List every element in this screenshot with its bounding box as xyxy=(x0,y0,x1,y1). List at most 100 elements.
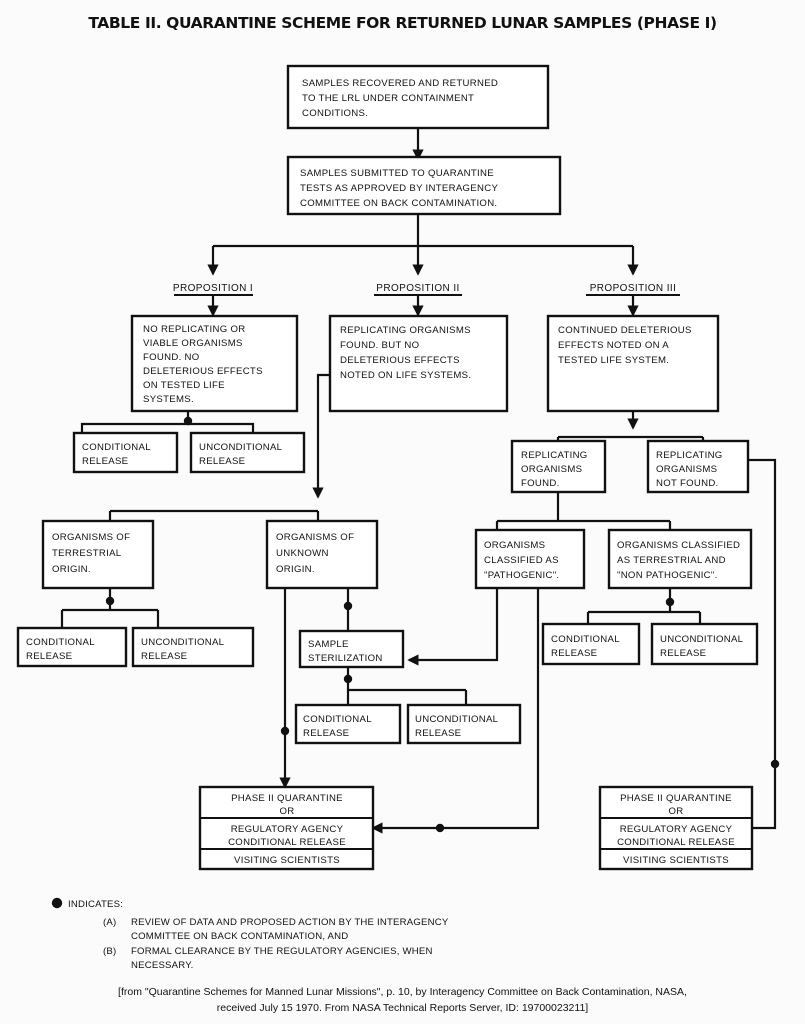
node-repnot-line-0: REPLICATING xyxy=(656,450,723,461)
legend-b-line2: NECESSARY. xyxy=(131,960,193,971)
node-replicating-organisms-found[interactable]: REPLICATING ORGANISMS FOUND. xyxy=(510,439,607,494)
node-proposition1-finding[interactable]: NO REPLICATING OR VIABLE ORGANISMS FOUND… xyxy=(130,314,299,413)
legend-a-marker: (A) xyxy=(103,917,116,928)
node-unconditional-release-1[interactable]: UNCONDITIONAL RELEASE xyxy=(189,431,306,474)
node-conditional-release-4[interactable]: CONDITIONAL RELEASE xyxy=(294,703,402,745)
node-n1-line-0: SAMPLES RECOVERED AND RETURNED xyxy=(302,78,498,89)
node-p3-line-0: CONTINUED DELETERIOUS xyxy=(558,325,692,336)
node-uncond3-line-0: UNCONDITIONAL xyxy=(660,634,744,645)
node-replicating-organisms-not-found[interactable]: REPLICATING ORGANISMS NOT FOUND. xyxy=(646,439,750,494)
node-cond2-line-1: RELEASE xyxy=(26,651,72,662)
node-uncond4-line-1: RELEASE xyxy=(415,728,461,739)
node-conditional-release-1[interactable]: CONDITIONAL RELEASE xyxy=(72,431,179,474)
node-samples-recovered[interactable]: SAMPLES RECOVERED AND RETURNED TO THE LR… xyxy=(286,64,550,130)
node-samples-submitted[interactable]: SAMPLES SUBMITTED TO QUARANTINE TESTS AS… xyxy=(286,155,562,216)
review-dot-phase2-left xyxy=(435,823,445,833)
node-p2l-line-1: OR xyxy=(280,806,295,817)
label-proposition-1: PROPOSITION I xyxy=(173,283,253,294)
node-terr-line-1: TERRESTRIAL xyxy=(52,548,122,559)
legend-b-line1: FORMAL CLEARANCE BY THE REGULATORY AGENC… xyxy=(131,946,433,957)
node-unconditional-release-4[interactable]: UNCONDITIONAL RELEASE xyxy=(406,703,522,745)
node-organisms-non-pathogenic[interactable]: ORGANISMS CLASSIFIED AS TERRESTRIAL AND … xyxy=(607,528,753,590)
node-cond1-line-0: CONDITIONAL xyxy=(82,442,151,453)
node-phase2-quarantine-left[interactable]: PHASE II QUARANTINE OR REGULATORY AGENCY… xyxy=(198,785,375,871)
node-cond1-line-1: RELEASE xyxy=(82,456,128,467)
node-nonpatho-line-0: ORGANISMS CLASSIFIED xyxy=(617,540,740,551)
node-uncond4-line-0: UNCONDITIONAL xyxy=(415,714,499,725)
node-p2r-line-4: VISITING SCIENTISTS xyxy=(623,855,729,866)
node-terr-line-0: ORGANISMS OF xyxy=(52,532,130,543)
node-unconditional-release-2[interactable]: UNCONDITIONAL RELEASE xyxy=(131,626,255,668)
node-p1-line-2: FOUND. NO xyxy=(143,352,200,363)
node-repnot-line-1: ORGANISMS xyxy=(656,464,717,475)
review-dot-p1 xyxy=(183,416,193,426)
node-p2r-line-1: OR xyxy=(669,806,684,817)
connector-p2-down xyxy=(312,373,330,499)
node-unk-line-2: ORIGIN. xyxy=(276,564,315,575)
node-p2-line-3: NOTED ON LIFE SYSTEMS. xyxy=(340,370,471,381)
review-dot-terrestrial xyxy=(105,596,115,606)
connector-p1-uncond xyxy=(188,422,255,433)
node-organisms-unknown-origin[interactable]: ORGANISMS OF UNKNOWN ORIGIN. xyxy=(265,519,379,590)
legend-indicates: INDICATES: xyxy=(68,899,123,910)
node-p2l-line-3: CONDITIONAL RELEASE xyxy=(228,837,346,848)
connector-pathogenic-sterilization xyxy=(407,588,499,666)
node-conditional-release-2[interactable]: CONDITIONAL RELEASE xyxy=(16,626,128,668)
node-cond4-line-1: RELEASE xyxy=(303,728,349,739)
node-p2r-line-3: CONDITIONAL RELEASE xyxy=(617,837,735,848)
node-p2l-line-0: PHASE II QUARANTINE xyxy=(231,793,343,804)
node-uncond1-line-0: UNCONDITIONAL xyxy=(199,442,283,453)
node-patho-line-2: "PATHOGENIC". xyxy=(484,570,559,581)
node-n1-line-1: TO THE LRL UNDER CONTAINMENT xyxy=(302,93,474,104)
node-uncond2-line-1: RELEASE xyxy=(141,651,187,662)
node-uncond3-line-1: RELEASE xyxy=(660,648,706,659)
node-conditional-release-3[interactable]: CONDITIONAL RELEASE xyxy=(541,622,641,666)
node-organisms-terrestrial-origin[interactable]: ORGANISMS OF TERRESTRIAL ORIGIN. xyxy=(41,519,155,590)
node-cond3-line-0: CONDITIONAL xyxy=(551,634,620,645)
node-p1-line-3: DELETERIOUS EFFECTS xyxy=(143,366,263,377)
legend-block: INDICATES: (A) REVIEW OF DATA AND PROPOS… xyxy=(51,897,449,971)
node-n1-line-2: CONDITIONS. xyxy=(302,108,368,119)
node-p2l-line-4: VISITING SCIENTISTS xyxy=(234,855,340,866)
node-cond3-line-1: RELEASE xyxy=(551,648,597,659)
page-title: TABLE II. QUARANTINE SCHEME FOR RETURNED… xyxy=(88,14,717,32)
node-nonpatho-line-1: AS TERRESTRIAL AND xyxy=(617,555,726,566)
node-sample-sterilization[interactable]: SAMPLE STERILIZATION xyxy=(298,629,405,669)
node-p1-line-5: SYSTEMS. xyxy=(143,394,194,405)
label-proposition-2: PROPOSITION II xyxy=(376,283,459,294)
node-cond4-line-0: CONDITIONAL xyxy=(303,714,372,725)
node-patho-line-0: ORGANISMS xyxy=(484,540,545,551)
node-repfound-line-1: ORGANISMS xyxy=(521,464,582,475)
node-uncond2-line-0: UNCONDITIONAL xyxy=(141,637,225,648)
node-p2-line-0: REPLICATING ORGANISMS xyxy=(340,325,471,336)
label-proposition-3: PROPOSITION III xyxy=(590,283,677,294)
node-n2-line-1: TESTS AS APPROVED BY INTERAGENCY xyxy=(300,183,498,194)
source-caption-line2: received July 15 1970. From NASA Technic… xyxy=(216,1002,589,1014)
node-proposition2-finding[interactable]: REPLICATING ORGANISMS FOUND. BUT NO DELE… xyxy=(328,314,509,413)
legend-a-line1: REVIEW OF DATA AND PROPOSED ACTION BY TH… xyxy=(131,917,449,928)
node-p1-line-4: ON TESTED LIFE xyxy=(143,380,225,391)
node-uncond1-line-1: RELEASE xyxy=(199,456,245,467)
legend-b-marker: (B) xyxy=(103,946,116,957)
node-patho-line-1: CLASSIFIED AS xyxy=(484,555,559,566)
node-organisms-pathogenic[interactable]: ORGANISMS CLASSIFIED AS "PATHOGENIC". xyxy=(474,528,586,590)
node-p1-line-1: VIABLE ORGANISMS xyxy=(143,338,243,349)
node-repnot-line-2: NOT FOUND. xyxy=(656,478,719,489)
source-caption-line1: [from "Quarantine Schemes for Manned Lun… xyxy=(118,986,687,998)
connector-pathogenic-phase2 xyxy=(371,588,540,834)
node-p2-line-2: DELETERIOUS EFFECTS xyxy=(340,355,460,366)
node-unk-line-0: ORGANISMS OF xyxy=(276,532,354,543)
review-dot-unknown xyxy=(343,601,353,611)
node-unconditional-release-3[interactable]: UNCONDITIONAL RELEASE xyxy=(650,622,759,666)
review-dot-nonpatho xyxy=(665,597,675,607)
node-steril-line-1: STERILIZATION xyxy=(308,653,383,664)
node-phase2-quarantine-right[interactable]: PHASE II QUARANTINE OR REGULATORY AGENCY… xyxy=(598,785,754,871)
node-steril-line-0: SAMPLE xyxy=(308,639,349,650)
review-dot-unknown-rail xyxy=(280,726,290,736)
node-proposition3-finding[interactable]: CONTINUED DELETERIOUS EFFECTS NOTED ON A… xyxy=(546,314,720,413)
legend-bullet-icon xyxy=(51,897,63,909)
node-p3-line-2: TESTED LIFE SYSTEM. xyxy=(558,355,669,366)
node-terr-line-2: ORIGIN. xyxy=(52,564,91,575)
node-n2-line-0: SAMPLES SUBMITTED TO QUARANTINE xyxy=(300,168,494,179)
